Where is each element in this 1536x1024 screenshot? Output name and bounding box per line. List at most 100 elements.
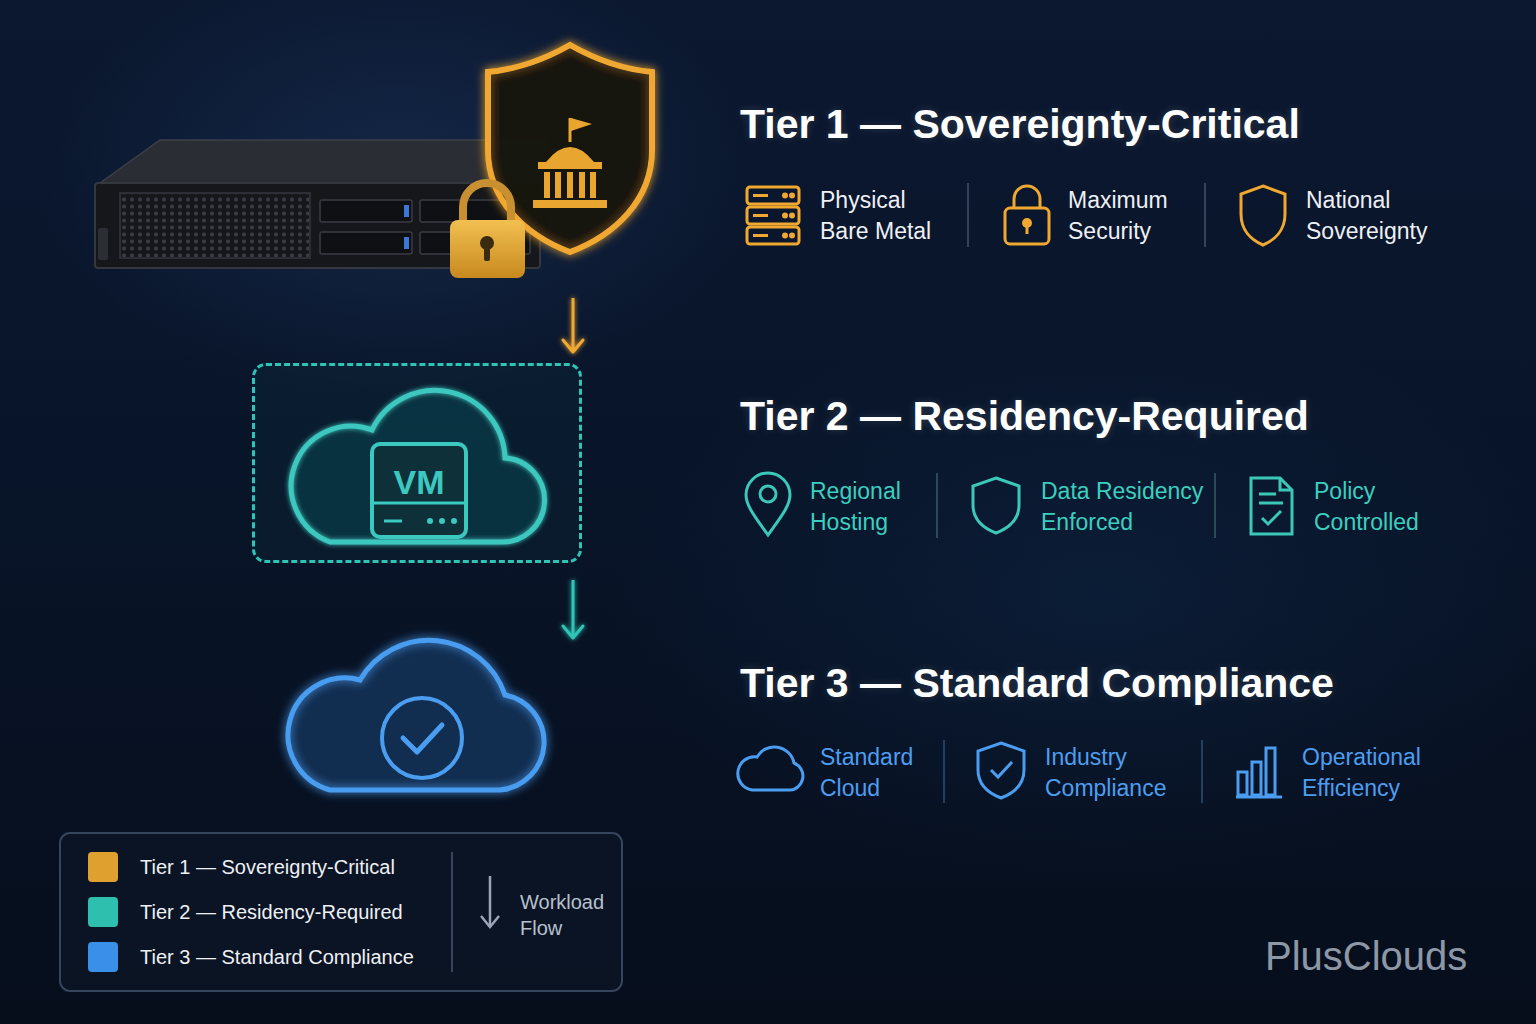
tier-band: Tier 1 — Sovereignty-Critical [40, 20, 1496, 298]
tier-separator [35, 312, 1495, 315]
chart-icon [1238, 772, 1247, 795]
feature-label: Maximum Security [1068, 185, 1183, 247]
column [567, 172, 573, 198]
drive-bay [320, 200, 412, 222]
lock-body [450, 220, 525, 278]
node-heading: Tier 3 — Standard Compliance [740, 657, 1334, 710]
server-icon [747, 227, 799, 244]
legend-text: Tier 2 — Residency-Required [140, 900, 403, 924]
feature-label: Physical Bare Metal [820, 185, 950, 247]
chart-icon [1236, 796, 1282, 799]
legend-divider [451, 852, 453, 972]
feature-divider [1201, 740, 1203, 803]
vm-boundary-box: VM [252, 363, 582, 563]
chart-icon [1266, 748, 1275, 795]
document-icon [1280, 478, 1292, 490]
feature-divider [1214, 473, 1216, 538]
node-heading: Tier 1 — Sovereignty-Critical [740, 98, 1300, 151]
keyhole [484, 245, 490, 261]
lock-shackle [463, 183, 511, 224]
document-icon [1262, 511, 1281, 524]
legend-text: Tier 3 — Standard Compliance [140, 945, 414, 969]
arrow-head [563, 626, 583, 638]
lock-icon [1005, 208, 1049, 244]
flag [571, 118, 592, 131]
server-icon [791, 194, 794, 197]
check-mark [403, 725, 442, 752]
tier-band: Tier 2 — Residency-RequiredVM [40, 352, 1496, 580]
document-icon [1251, 478, 1292, 534]
document-icon [1259, 502, 1283, 505]
shield-icon [991, 762, 1012, 777]
feature-label: National Sovereignty [1306, 185, 1436, 247]
server-icon [784, 214, 787, 217]
flow-connector [563, 580, 583, 638]
server-icon [747, 207, 799, 224]
shield-icon [973, 478, 1019, 533]
chart-icon [1252, 762, 1261, 795]
check-circle [382, 698, 462, 778]
flow-arrow-sample [489, 876, 492, 926]
server-handle [98, 228, 108, 260]
cloud-outline [288, 640, 544, 790]
cloud-icon [738, 747, 803, 790]
lock-icon [1026, 225, 1029, 234]
server-icon [753, 214, 768, 217]
server-icon [784, 194, 787, 197]
column [555, 172, 561, 198]
server-icon [791, 214, 794, 217]
standard-cloud [288, 640, 544, 790]
feature-label: Industry Compliance [1045, 742, 1180, 804]
column [579, 172, 585, 198]
column [544, 172, 550, 198]
legend-swatch [88, 897, 118, 927]
legend-frame [60, 833, 622, 991]
server-icon [791, 234, 794, 237]
feature-label: Operational Efficiency [1302, 742, 1437, 804]
node-heading: VM [372, 460, 466, 504]
dome [546, 147, 594, 162]
feature-label: Standard Cloud [820, 742, 925, 804]
feature-divider [967, 183, 969, 247]
lock-icon [1014, 186, 1040, 208]
connector-line [572, 580, 575, 638]
connector-line [572, 298, 575, 352]
capitol-steps [533, 200, 607, 208]
feature-divider [936, 473, 938, 538]
tier3-icons [738, 743, 1282, 798]
flow-connector [563, 298, 583, 352]
shield-icon [978, 743, 1024, 798]
feature-label: Policy Controlled [1314, 476, 1434, 538]
server-icon [753, 234, 768, 237]
feature-label: Regional Hosting [810, 476, 915, 538]
drive-led [404, 237, 409, 249]
arrow-head [563, 340, 583, 352]
server-icon [753, 194, 768, 197]
legend-text: Tier 1 — Sovereignty-Critical [140, 855, 395, 879]
feature-divider [943, 740, 945, 803]
legend-swatch [88, 852, 118, 882]
pin-icon [760, 486, 776, 502]
feature-label: Data Residency Enforced [1041, 476, 1213, 538]
capitol-base [538, 162, 602, 169]
tier-separator [35, 595, 1495, 598]
drive-led [404, 205, 409, 217]
feature-divider [1204, 183, 1206, 247]
server-top [100, 140, 548, 183]
tier-band: Tier 3 — Standard Compliance [40, 638, 1496, 818]
legend-text: Workload Flow [520, 889, 612, 941]
watermark: PlusClouds [1265, 933, 1467, 979]
capitol-icon [533, 118, 607, 208]
server-grille [120, 193, 310, 258]
server-icon [784, 234, 787, 237]
document-icon [1259, 493, 1276, 496]
drive-bay [320, 232, 412, 254]
column [590, 172, 596, 198]
server-icon [747, 187, 799, 204]
node-heading: Tier 2 — Residency-Required [740, 390, 1309, 443]
pin-icon [746, 473, 790, 535]
shield-icon [1241, 186, 1285, 245]
padlock [450, 183, 525, 278]
